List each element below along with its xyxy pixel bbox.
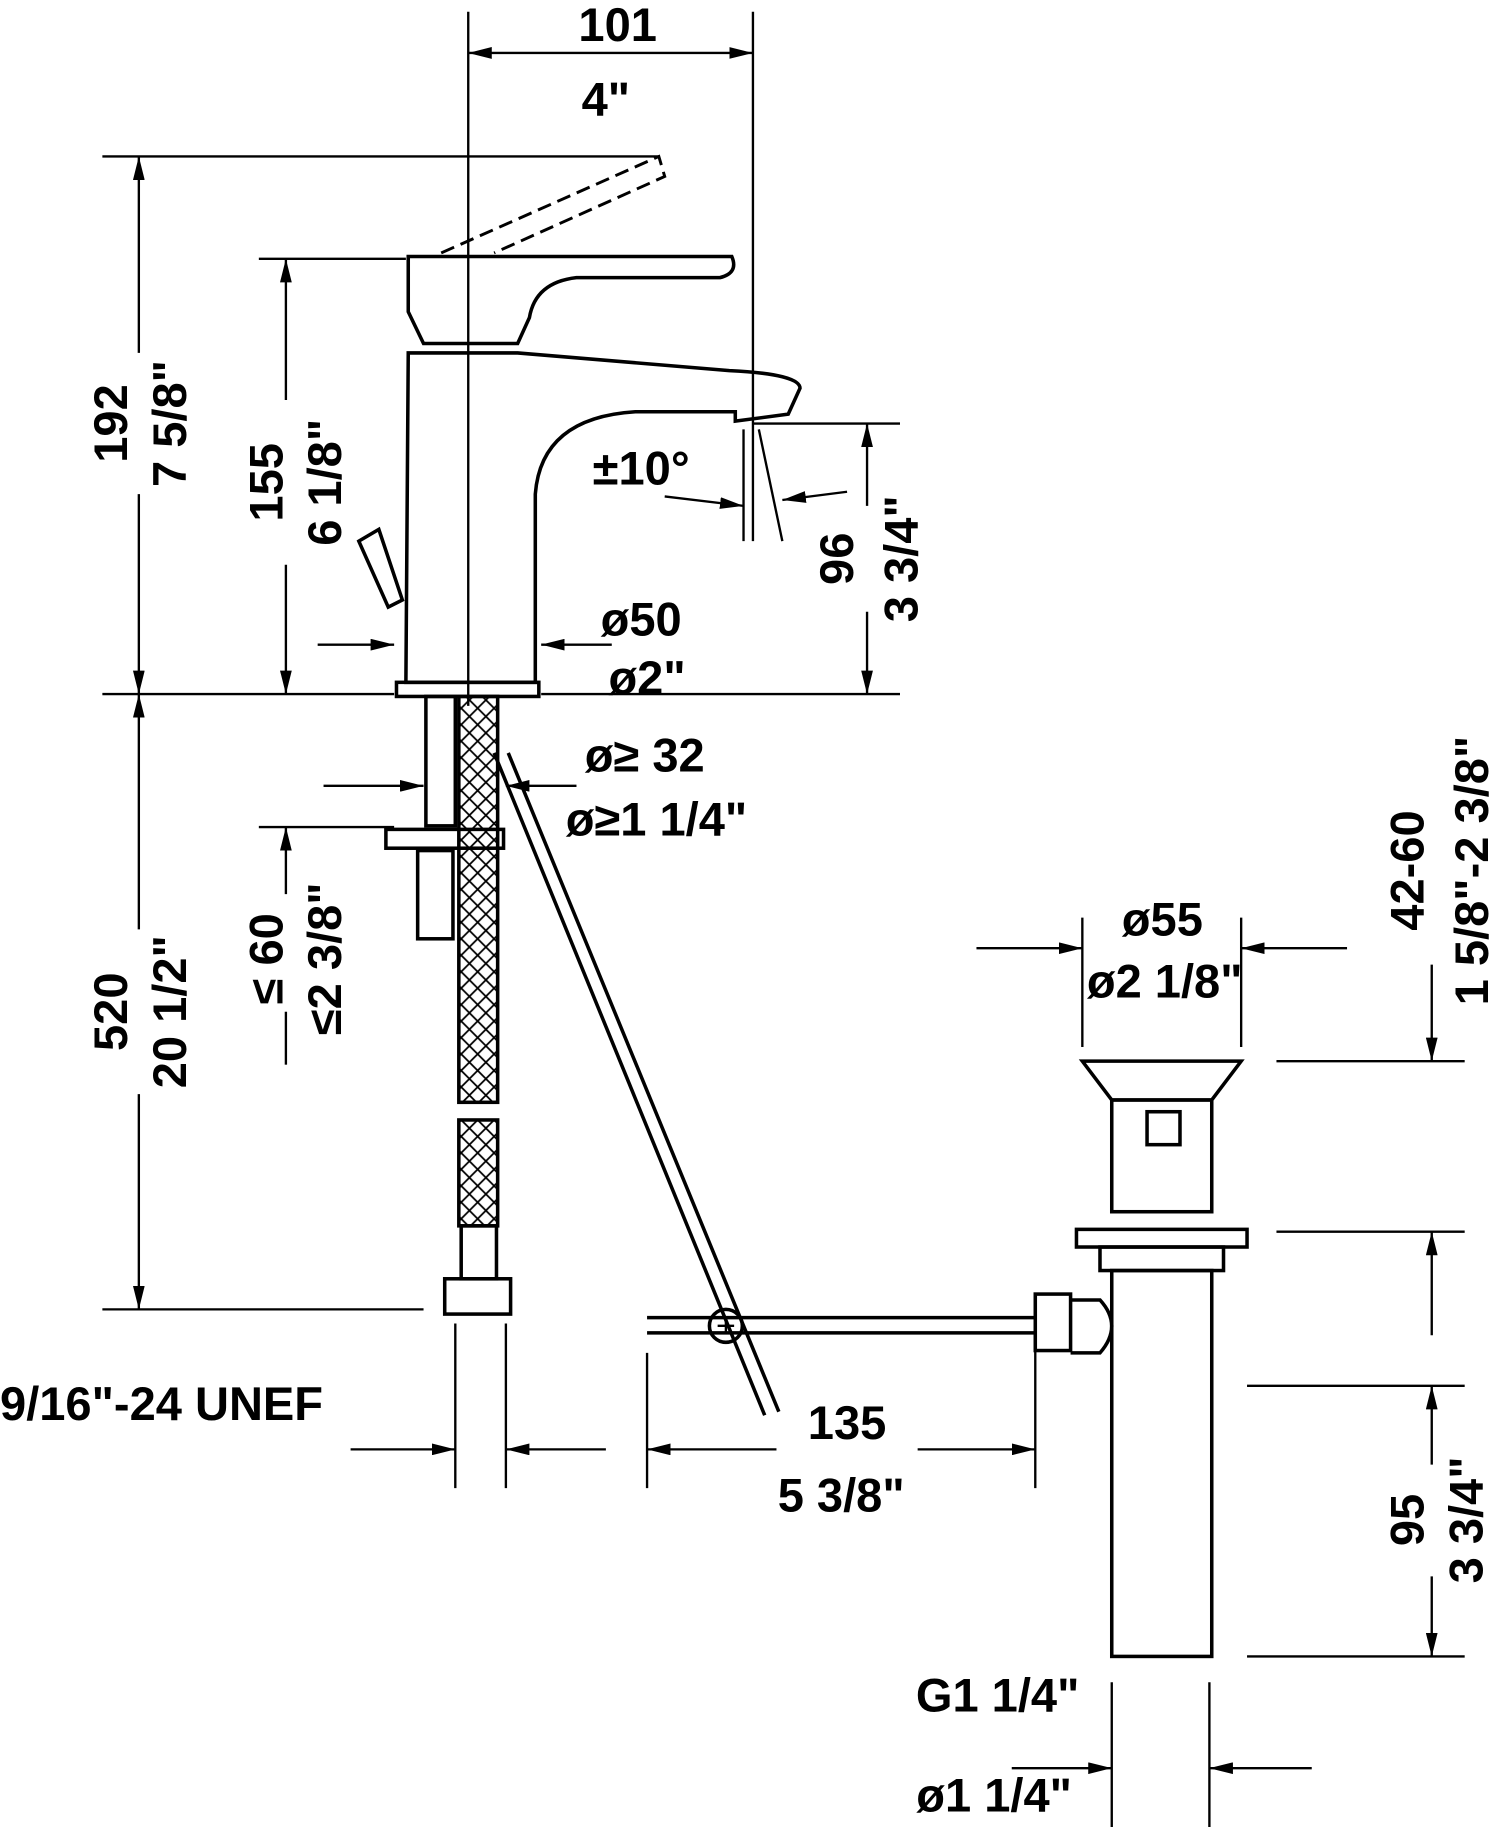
label-o32: ø≥ 32 (585, 729, 705, 782)
label-6-1-8: 6 1/8" (298, 419, 351, 546)
label-drain-3-3-4: 3 3/4" (1439, 1456, 1492, 1583)
label-le60: ≤ 60 (239, 913, 292, 1004)
label-192: 192 (84, 384, 137, 463)
label-3-3-4: 3 3/4" (875, 495, 928, 622)
label-le2-3-8: ≤2 3/8" (298, 882, 351, 1035)
label-drain-range-in: 1 5/8"-2 3/8" (1445, 736, 1498, 1006)
label-20-1-2: 20 1/2" (143, 935, 196, 1088)
faucet-body (356, 154, 802, 699)
label-135: 135 (808, 1396, 887, 1449)
label-o50: ø50 (601, 592, 682, 645)
label-o2-1-8: ø2 1/8" (1087, 955, 1243, 1008)
dimension-lines (132, 47, 1438, 1775)
label-155: 155 (239, 443, 292, 522)
label-thread: 9/16"-24 UNEF (0, 1377, 323, 1430)
label-o55: ø55 (1122, 892, 1203, 945)
label-o1-1-4: ø≥1 1/4" (566, 792, 748, 845)
label-o1-1-4-drain: ø1 1/4" (916, 1769, 1072, 1822)
label-96: 96 (810, 533, 863, 585)
label-95: 95 (1381, 1494, 1434, 1546)
label-5-3-8: 5 3/8" (778, 1469, 905, 1522)
label-42-60: 42-60 (1381, 810, 1434, 930)
label-520: 520 (84, 972, 137, 1051)
label-angle: ±10° (593, 442, 690, 495)
popup-rod (492, 752, 1036, 1416)
label-g1-1-4: G1 1/4" (916, 1669, 1080, 1722)
label-width-mm: 101 (578, 0, 656, 51)
popup-drain (1033, 1059, 1249, 1659)
supply-hoses (384, 694, 513, 1316)
label-o2: ø2" (608, 651, 685, 704)
label-7-5-8: 7 5/8" (143, 360, 196, 487)
label-width-in: 4" (582, 72, 630, 125)
